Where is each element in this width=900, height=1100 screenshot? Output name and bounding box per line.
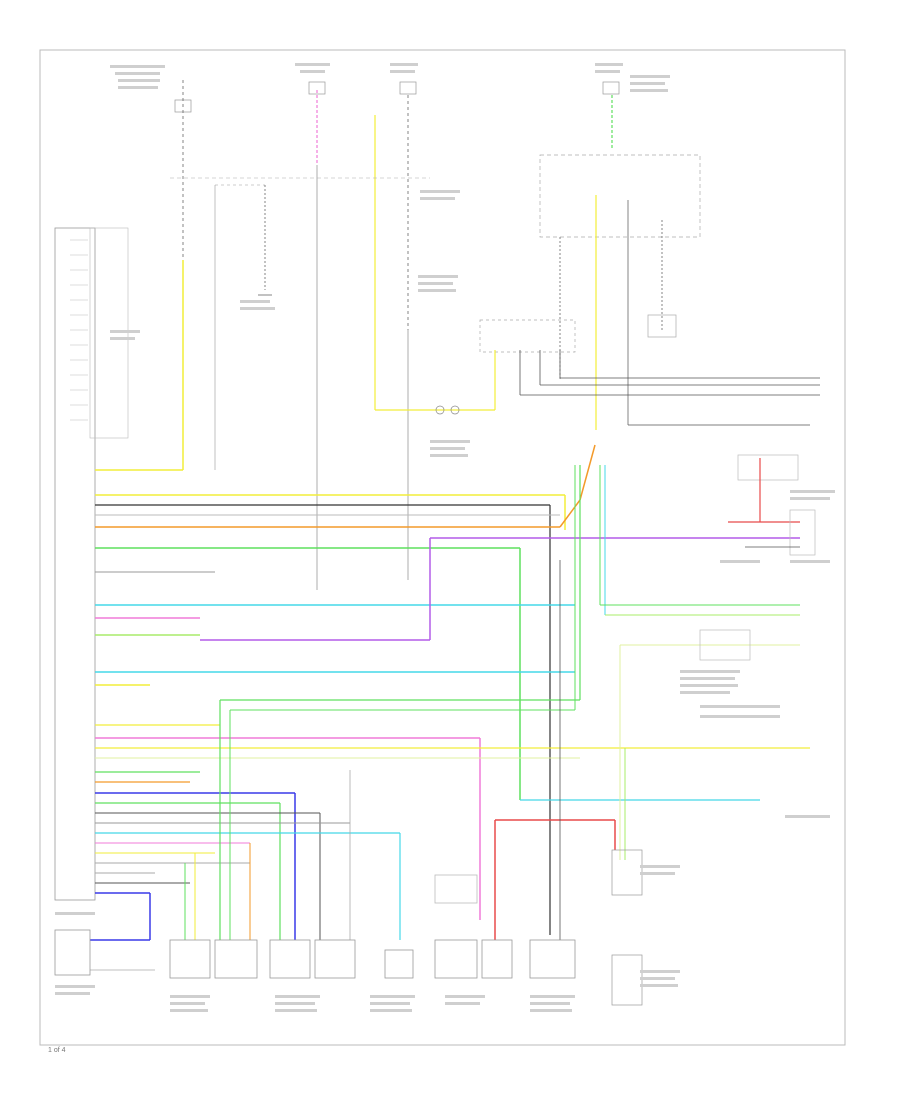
wire-harness bbox=[90, 444, 810, 971]
bottom-connectors bbox=[54, 874, 576, 979]
relay-box bbox=[539, 154, 701, 430]
fuse-block-4 bbox=[602, 81, 620, 150]
ground-point-1 bbox=[214, 184, 272, 470]
page-number: 1 of 4 bbox=[48, 1047, 66, 1054]
junction-connector bbox=[375, 319, 576, 415]
control-module bbox=[54, 227, 129, 901]
right-components bbox=[611, 454, 816, 1006]
fuse-block-1 bbox=[174, 80, 192, 470]
sensor-branches bbox=[184, 465, 800, 940]
fuse-block-3 bbox=[374, 81, 417, 580]
right-bus-lines bbox=[520, 377, 820, 426]
diagram-border bbox=[39, 49, 846, 1046]
fuse-block-2 bbox=[308, 81, 326, 590]
pin-ticks bbox=[70, 239, 88, 421]
label-blocks bbox=[55, 63, 835, 1012]
